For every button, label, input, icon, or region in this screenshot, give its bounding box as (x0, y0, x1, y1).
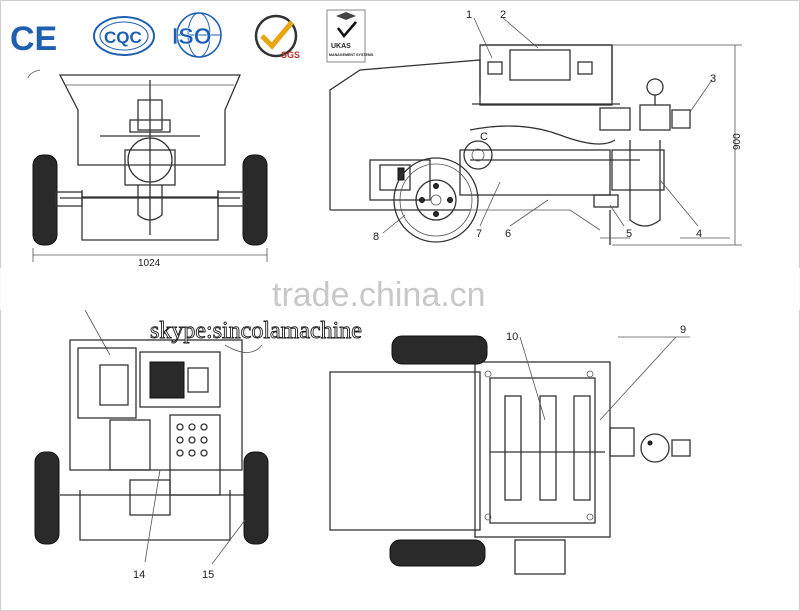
callout-c: C (480, 131, 488, 143)
height-dimension: 900 (732, 133, 743, 150)
rear-view: 14 15 (34, 309, 269, 581)
callout-15: 15 (202, 569, 214, 581)
iso-logo-text: ISO (172, 23, 212, 49)
callout-6: 6 (505, 228, 511, 240)
side-view: 900 1 2 3 4 5 6 7 8 C (329, 9, 743, 246)
cqc-logo: CQC (93, 16, 155, 56)
callout-14: 14 (133, 569, 145, 581)
front-view: 1024 (27, 69, 268, 269)
callout-3: 3 (710, 73, 716, 85)
ukas-logo-subtext: MANAGEMENT SYSTEMS (329, 53, 374, 57)
iso-logo: ISO (172, 12, 222, 58)
watermark-band (0, 268, 800, 310)
ukas-logo-text: UKAS (331, 43, 351, 50)
sgs-logo-text: SGS (281, 50, 300, 60)
control-panel-buttons (176, 423, 208, 457)
callout-9: 9 (680, 324, 686, 336)
top-view: 10 9 (329, 324, 691, 575)
callout-4: 4 (696, 228, 702, 240)
callout-7: 7 (476, 228, 482, 240)
watermark-skype: skype:sincolamachine (150, 318, 362, 344)
ce-logo: CE (10, 20, 57, 58)
width-dimension: 1024 (138, 258, 161, 269)
watermark-trade-china: trade.china.cn (272, 276, 486, 314)
ce-logo-text: CE (10, 20, 57, 58)
cqc-logo-text: CQC (104, 28, 142, 47)
ukas-logo: UKAS MANAGEMENT SYSTEMS (326, 9, 374, 63)
callout-5: 5 (626, 228, 632, 240)
sgs-logo: SGS (254, 14, 300, 60)
callout-10: 10 (506, 331, 518, 343)
callout-1: 1 (466, 9, 472, 21)
callout-8: 8 (373, 231, 379, 243)
callout-2: 2 (500, 9, 506, 21)
